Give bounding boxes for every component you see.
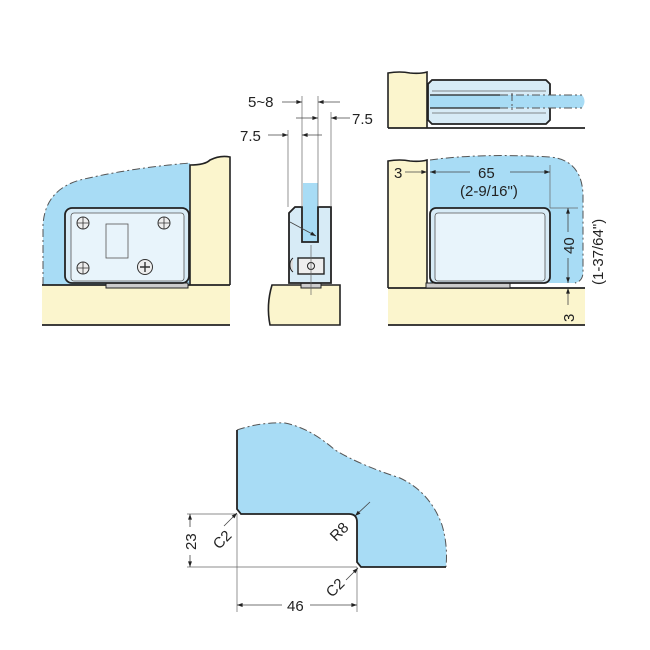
chamfer-top-label: C2: [210, 527, 236, 553]
floor: [388, 288, 585, 325]
glass-panel: [237, 422, 447, 567]
bolt-icon: [76, 216, 171, 275]
radius-label: R8: [327, 519, 353, 545]
glass-notch-detail: 23 C2 R8 C2 46: [183, 422, 447, 615]
elevation-view: 65 (2-9/16") 3 40 (1-37/64") 3: [387, 155, 607, 326]
glass-panel: [430, 95, 585, 108]
chamfer-bottom-label: C2: [323, 575, 349, 601]
dim-width-in: (2-9/16"): [460, 183, 518, 200]
side-view: 5~8 7.5 7.5: [240, 94, 373, 326]
dim-height-mm: 40: [561, 237, 578, 254]
hinge-face: [70, 212, 185, 282]
wall: [387, 158, 428, 288]
phillips-screw-icon: [137, 259, 153, 275]
dim-wall-gap: 3: [394, 165, 402, 182]
glass-edge: [42, 162, 191, 285]
wall: [189, 155, 231, 285]
front-view: [42, 155, 231, 326]
wall: [387, 70, 428, 128]
dim-floor-gap: 3: [561, 314, 578, 322]
dim-left-offset: 7.5: [240, 128, 261, 145]
dim-width-mm: 65: [478, 165, 495, 182]
dim-right-offset: 7.5: [352, 111, 373, 128]
dim-notch-width: 46: [287, 598, 304, 615]
glass-in-slot: [303, 207, 317, 241]
dim-notch-height: 23: [183, 533, 200, 550]
floor: [267, 284, 341, 326]
top-view: [387, 70, 585, 129]
floor: [42, 285, 230, 325]
logo-label: [105, 223, 129, 259]
dim-glass-thickness: 5~8: [248, 94, 273, 111]
dim-height-in: (1-37/64"): [590, 219, 607, 285]
